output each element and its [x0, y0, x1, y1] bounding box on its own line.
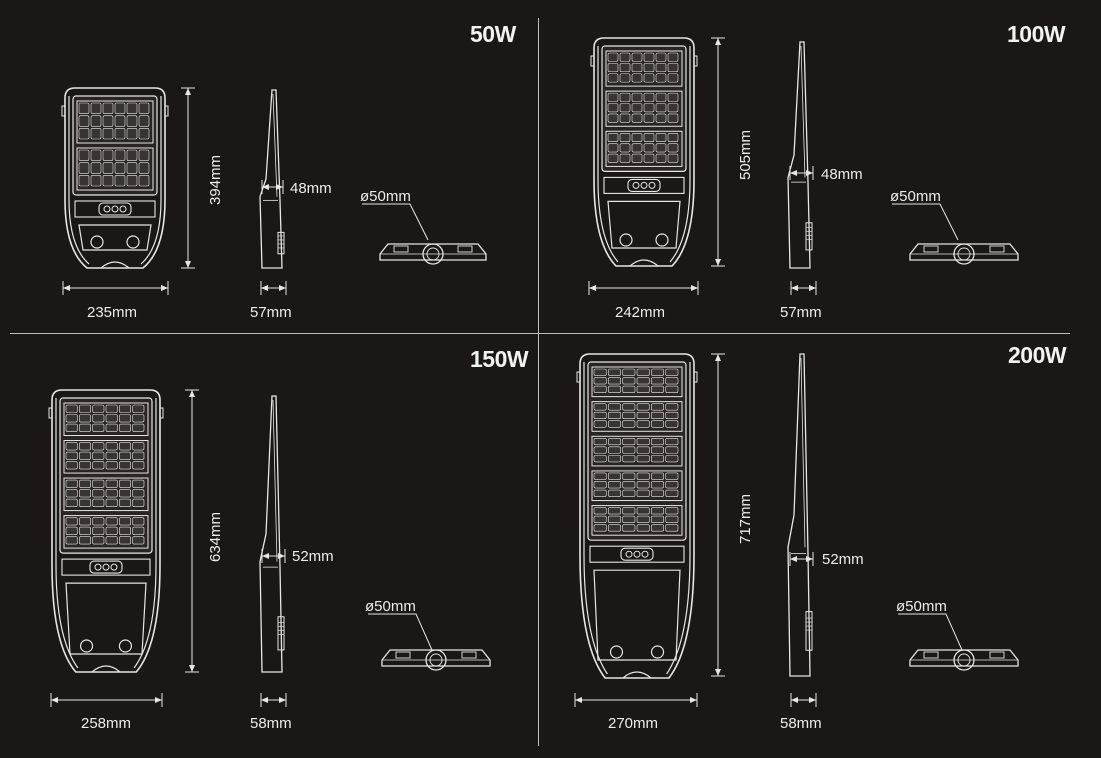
- led-lens: [90, 235, 104, 249]
- drawing-200w: [574, 353, 1019, 707]
- lens-area: [607, 200, 681, 249]
- led-lens: [79, 639, 94, 653]
- sensor-bar: [603, 176, 685, 194]
- pole-leader: [362, 203, 429, 241]
- horizontal-divider: [10, 333, 1070, 334]
- sensor-bar: [589, 545, 685, 563]
- pole-hole: [425, 649, 447, 671]
- drawing-150w: [48, 389, 491, 707]
- vertical-divider: [538, 18, 539, 746]
- sensor-icon: [89, 560, 123, 574]
- led-lens: [619, 233, 633, 247]
- sensor-icon: [620, 547, 654, 561]
- drawing-100w: [588, 37, 1019, 295]
- sensor-icon: [627, 178, 661, 192]
- side-profile: [259, 89, 283, 269]
- pole-leader: [898, 613, 963, 651]
- side-profile: [259, 395, 283, 673]
- drawing-50w: [61, 87, 487, 295]
- sensor-bar: [74, 200, 156, 218]
- lamp-body: [579, 353, 695, 679]
- lens-area: [593, 569, 681, 661]
- pole-hole: [953, 243, 975, 265]
- led-lens: [118, 639, 133, 653]
- pole-leader: [892, 203, 959, 241]
- led-lens: [609, 645, 624, 659]
- lamp-body: [593, 37, 695, 267]
- side-profile: [787, 353, 811, 677]
- lamp-body: [64, 87, 166, 269]
- lamp-body: [51, 389, 161, 673]
- pole-hole: [422, 243, 444, 265]
- lens-area: [78, 224, 152, 251]
- pole-leader: [368, 613, 433, 651]
- led-lens: [126, 235, 140, 249]
- side-profile: [787, 41, 811, 269]
- solar-panel: [59, 397, 153, 554]
- led-lens: [650, 645, 665, 659]
- sensor-icon: [98, 202, 132, 216]
- sensor-bar: [61, 558, 151, 576]
- led-lens: [655, 233, 669, 247]
- lens-area: [65, 582, 147, 655]
- pole-hole: [953, 649, 975, 671]
